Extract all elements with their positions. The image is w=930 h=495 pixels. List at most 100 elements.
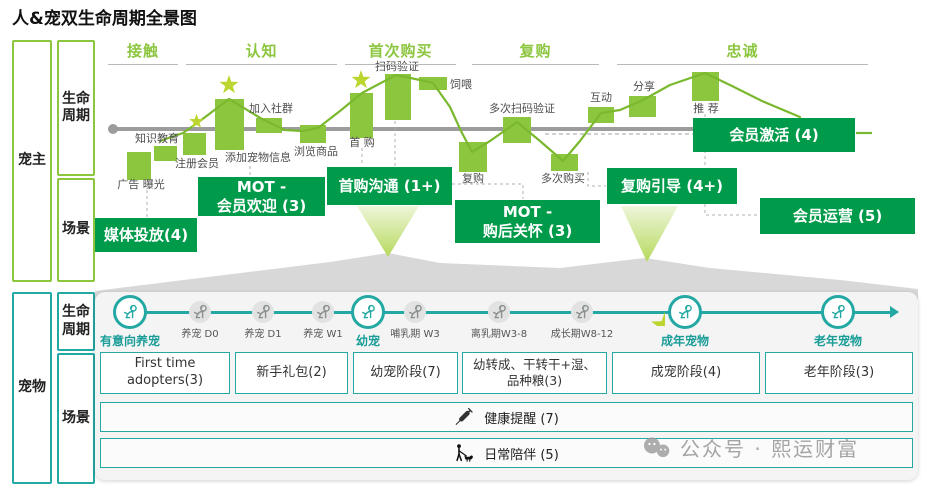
bar-feeding — [419, 77, 447, 90]
touchpoint-label: 浏览商品 — [294, 144, 338, 158]
dog-sketch-icon — [572, 302, 592, 322]
pet-row-label: 宠物 — [12, 292, 52, 484]
bar-multi-buy — [551, 154, 578, 171]
scene-box-member-activation: 会员激活 (4) — [693, 118, 855, 152]
scene-box-repurchase-guide: 复购引导 (4+) — [607, 168, 737, 204]
node-w3-label: 哺乳期 W3 — [390, 329, 440, 340]
dog-sketch-icon — [313, 302, 333, 322]
journey-line-start — [108, 124, 118, 134]
bar-first-buy — [350, 93, 373, 138]
scene-box-mot-aftercare: MOT - 购后关怀 (3) — [455, 200, 600, 243]
stage-first-purchase: 首次购买 — [345, 40, 456, 65]
node-puppy-label: 幼宠 — [355, 334, 380, 348]
pet-stage-food-transition: 幼转成、干转干+湿、 品种粮(3) — [462, 352, 607, 394]
dog-sketch-icon — [253, 302, 273, 322]
node-intender — [113, 295, 147, 329]
node-w3 — [404, 301, 426, 323]
pet-stage-adult-phase: 成宠阶段(4) — [612, 352, 760, 394]
touchpoint-label: 多次购买 — [541, 171, 585, 185]
stage-repurchase-label: 复购 — [519, 42, 552, 60]
health-reminder-row: 健康提醒 (7) — [100, 402, 913, 432]
stage-awareness-label: 认知 — [245, 42, 278, 60]
node-d1 — [252, 301, 274, 323]
owner-row-label: 宠主 — [12, 40, 52, 282]
touchpoint-label: 添加宠物信息 — [225, 150, 291, 164]
bar-interact — [588, 107, 614, 123]
stage-touch-label: 接触 — [126, 42, 159, 60]
person-walking-dog-icon — [454, 443, 474, 463]
dog-icon — [358, 302, 378, 322]
node-puppy — [351, 295, 385, 329]
stage-awareness: 认知 — [186, 40, 337, 65]
pet-stage-senior-phase: 老年阶段(3) — [765, 352, 913, 394]
health-reminder-label: 健康提醒 (7) — [484, 411, 559, 427]
star-add-pet-info — [219, 75, 239, 94]
node-w3-8 — [488, 301, 510, 323]
dog-sketch-icon — [405, 302, 425, 322]
stage-repurchase: 复购 — [472, 40, 599, 65]
pet-lifecycle-panel: 养宠 D0 养宠 D1 养宠 W1 哺乳期 W3 离乳期W3-8 成长期W8-1… — [95, 292, 918, 480]
dog-icon — [828, 302, 848, 322]
touchpoint-label: 饲喂 — [450, 78, 472, 91]
scene-box-mot-welcome: MOT - 会员欢迎 (3) — [198, 177, 325, 216]
bar-scan-verify — [385, 74, 411, 120]
dog-icon — [675, 302, 695, 322]
node-w1-label: 养宠 W1 — [303, 329, 343, 340]
touchpoint-label: 复购 — [462, 171, 484, 185]
adult-milestone-star-icon — [633, 294, 665, 326]
stage-touch: 接触 — [108, 40, 178, 65]
node-adult — [668, 295, 702, 329]
dog-sketch-icon — [190, 302, 210, 322]
touchpoint-label: 多次扫码验证 — [489, 101, 555, 115]
bar-add-pet-info — [215, 99, 244, 150]
node-d0 — [189, 301, 211, 323]
stage-first-purchase-label: 首次购买 — [368, 42, 433, 60]
bar-join-community — [256, 118, 282, 133]
scene-box-member-operation: 会员运营 (5) — [760, 198, 915, 234]
star-first-buy — [351, 70, 371, 89]
touchpoint-label: 首 购 — [349, 135, 375, 149]
syringe-icon — [454, 407, 474, 427]
touchpoint-label: 推 荐 — [693, 101, 719, 115]
owner-lifecycle-label: 生命 周期 — [57, 40, 95, 176]
dog-sketch-icon — [489, 302, 509, 322]
bar-ad-exposure — [127, 152, 151, 180]
dog-icon — [120, 302, 140, 322]
daily-companion-row: 日常陪伴 (5) — [100, 438, 913, 468]
pet-timeline-arrowhead-icon — [890, 306, 899, 318]
touchpoint-label: 注册会员 — [175, 156, 219, 170]
touchpoint-label: 知识教育 — [135, 131, 179, 145]
node-w8-12 — [571, 301, 593, 323]
touchpoint-label: 加入社群 — [249, 101, 293, 115]
owner-scene-label: 场景 — [57, 178, 95, 282]
node-w1 — [312, 301, 334, 323]
funnel-repurchase — [621, 206, 678, 262]
bar-register — [183, 133, 206, 155]
node-senior-label: 老年宠物 — [813, 334, 862, 348]
node-adult-label: 成年宠物 — [660, 334, 709, 348]
node-d0-label: 养宠 D0 — [181, 329, 219, 340]
touchpoint-bars — [127, 72, 719, 180]
watermark-text: 公众号 · 熙运财富 — [680, 437, 860, 461]
bar-browse-goods — [300, 125, 326, 143]
journey-stars — [189, 70, 371, 128]
pet-scene-label: 场景 — [57, 353, 95, 484]
star-register — [189, 113, 204, 128]
funnel-first-purchase — [357, 206, 419, 257]
bar-share — [629, 96, 656, 117]
stage-loyalty: 忠诚 — [617, 40, 868, 65]
node-senior — [821, 295, 855, 329]
touchpoint-label: 分享 — [633, 79, 655, 93]
touchpoint-label: 互动 — [590, 91, 612, 104]
node-d1-label: 养宠 D1 — [244, 329, 282, 340]
bar-knowledge — [154, 146, 177, 161]
node-w8-12-label: 成长期W8-12 — [550, 329, 614, 340]
scene-box-first-purchase-comm: 首购沟通 (1+) — [327, 167, 452, 205]
bar-recommend — [692, 72, 719, 101]
daily-companion-label: 日常陪伴 (5) — [484, 447, 559, 463]
wechat-icon — [642, 436, 672, 460]
pet-stage-puppy-phase: 幼宠阶段(7) — [353, 352, 458, 394]
touchpoint-label: 广告 曝光 — [117, 177, 165, 191]
watermark: 公众号 · 熙运财富 — [642, 433, 859, 462]
